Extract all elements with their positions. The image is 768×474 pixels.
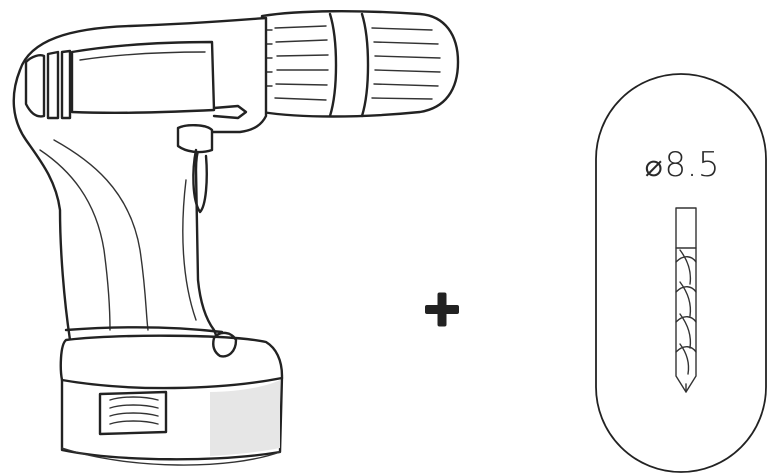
drill-battery-pack	[59, 331, 284, 466]
drill-chuck	[260, 10, 460, 118]
drill-bit-icon	[675, 207, 697, 393]
drill-bit-card	[595, 73, 767, 473]
drill-body	[12, 16, 268, 342]
plus-operator-icon	[425, 292, 459, 327]
diameter-value: 8.5	[664, 145, 721, 185]
cordless-drill-illustration	[12, 10, 460, 466]
diameter-label: ⌀8.5	[600, 145, 764, 185]
diameter-symbol: ⌀	[643, 149, 663, 184]
